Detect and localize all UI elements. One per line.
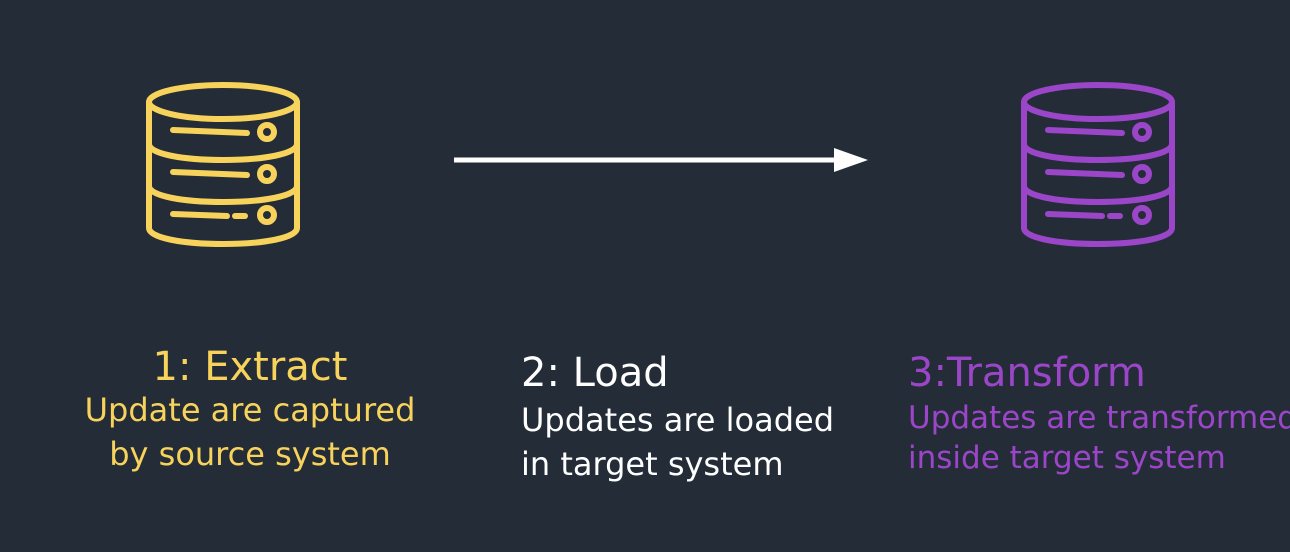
step-description-line: Updates are loaded xyxy=(521,401,835,439)
step-description-line: inside target system xyxy=(908,440,1226,476)
source-database-icon xyxy=(143,78,303,248)
target-database-icon xyxy=(1018,78,1178,248)
step-load: 2: Load Updates are loaded in target sys… xyxy=(521,350,881,486)
step-title: 3:Transform xyxy=(908,350,1146,396)
step-description-line: by source system xyxy=(109,435,391,473)
step-title: 2: Load xyxy=(521,350,669,396)
step-extract: 1: Extract Update are captured by source… xyxy=(40,344,460,476)
step-description-line: Update are captured xyxy=(84,391,416,429)
step-description-line: in target system xyxy=(521,445,784,483)
step-transform: 3:Transform Updates are transformed insi… xyxy=(908,350,1290,478)
arrow-right-icon xyxy=(454,142,870,178)
step-title: 1: Extract xyxy=(152,344,348,390)
step-description-line: Updates are transformed xyxy=(908,400,1290,436)
